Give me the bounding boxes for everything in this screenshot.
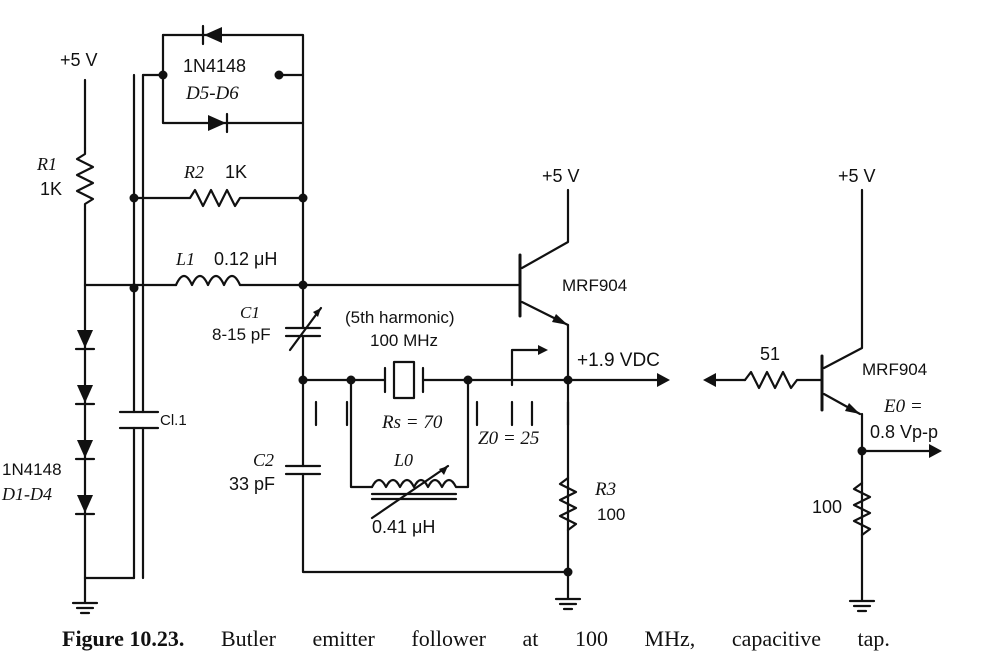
circuit-schematic: +5 V 1N4148 D5-D6 R1 1K R2 1K L1 0.12 μH… [1, 24, 942, 615]
l0-value-label: 0.41 μH [372, 517, 435, 537]
caption-word: follower [411, 626, 486, 651]
l1-ref-label: L1 [175, 249, 195, 269]
cl1-label: Cl.1 [160, 412, 187, 429]
caption-word: emitter [312, 626, 375, 651]
r2-ref-label: R2 [183, 162, 204, 182]
e0-value-label: 0.8 Vp-p [870, 422, 938, 442]
transistor2-label: MRF904 [862, 360, 927, 379]
supply-right-label: +5 V [838, 166, 876, 186]
diode-pair-ref-label: D5-D6 [185, 83, 239, 104]
caption-word: MHz, [644, 626, 696, 651]
figure-number: Figure 10.23. [62, 626, 185, 651]
caption-word: 100 [574, 626, 608, 651]
diode-pair-d5-d6 [158, 24, 305, 134]
c1-ref-label: C1 [240, 303, 260, 322]
inductor-l1 [129, 274, 305, 293]
caption-word: at [522, 626, 539, 651]
r3-ref-label: R3 [594, 479, 616, 500]
r1-ref-label: R1 [36, 154, 57, 174]
caption-word: Butler [220, 626, 276, 651]
caption-word: tap. [857, 626, 890, 651]
c2-value-label: 33 pF [229, 474, 275, 494]
vertical-bus [118, 73, 165, 580]
z0-label: Z0 = 25 [478, 428, 539, 449]
crystal-network [301, 345, 573, 520]
caption-word: capacitive [731, 626, 821, 651]
transistor-mrf904-1 [518, 188, 670, 611]
r51-label: 51 [760, 344, 780, 364]
c2-ref-label: C2 [253, 450, 274, 470]
r100-label: 100 [812, 497, 842, 517]
supply-mid-label: +5 V [542, 166, 580, 186]
e0-label: E0 = [883, 396, 923, 417]
output-stage [703, 188, 942, 613]
resistor-r2 [129, 188, 305, 208]
diode-string-ref-label: D1-D4 [1, 484, 52, 504]
crystal-frequency-label: 100 MHz [370, 331, 438, 350]
transistor1-label: MRF904 [562, 276, 627, 295]
figure-caption: Figure 10.23. Butler emitter follower at… [0, 620, 998, 658]
ground-symbol-left [71, 601, 99, 615]
diode-string-part-label: 1N4148 [2, 460, 62, 479]
c1-value-label: 8-15 pF [212, 325, 271, 344]
diode-string-d1-d4 [74, 330, 96, 516]
supply-left-label: +5 V [60, 50, 98, 70]
l0-ref-label: L0 [393, 450, 413, 470]
r2-value-label: 1K [225, 162, 247, 182]
r1-value-label: 1K [40, 179, 62, 199]
left-bias-wiring [75, 78, 178, 604]
harmonic-note: (5th harmonic) [345, 308, 455, 327]
l1-value-label: 0.12 μH [214, 249, 277, 269]
tank-node-wiring [284, 121, 570, 574]
rs-label: Rs = 70 [381, 412, 443, 433]
diode-pair-part-label: 1N4148 [183, 56, 246, 76]
r3-value-label: 100 [597, 505, 625, 524]
vdc-label: +1.9 VDC [577, 350, 660, 371]
